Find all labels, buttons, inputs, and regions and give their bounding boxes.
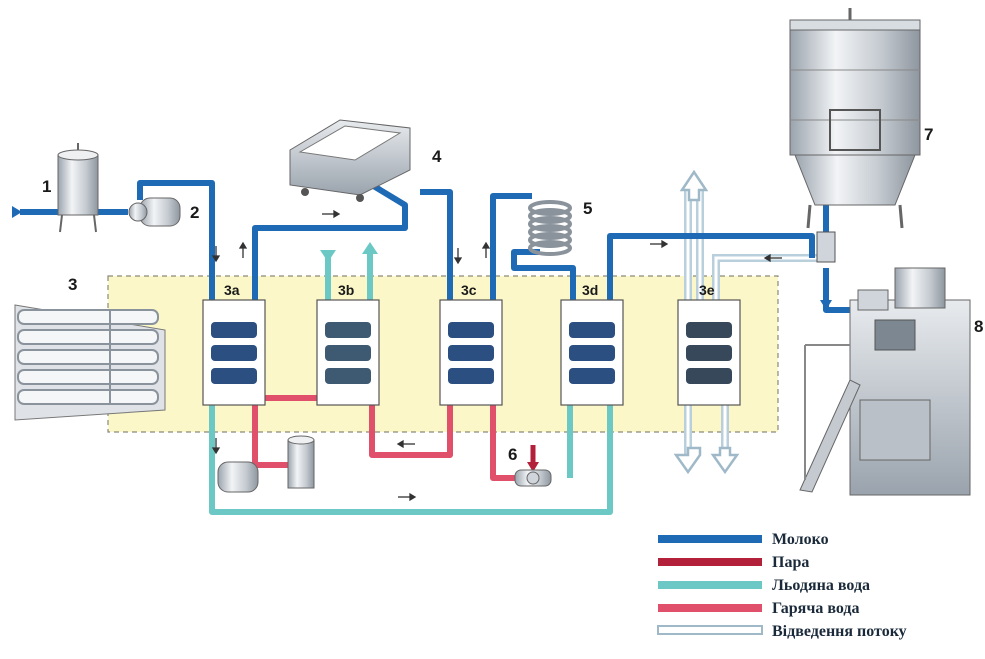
milk-pipes [20, 180, 850, 313]
legend-swatch-bypass [657, 625, 763, 635]
label-7: 7 [924, 125, 933, 144]
bypass-arrows [673, 169, 740, 475]
label-6: 6 [508, 445, 517, 464]
section-3b [316, 299, 380, 406]
section-label-3e: 3e [699, 282, 715, 298]
sections [202, 299, 741, 406]
legend-label-steam: Пара [772, 554, 809, 571]
control-unit [289, 119, 411, 202]
steam-valve [514, 469, 552, 487]
label-2: 2 [190, 203, 199, 222]
section-label-3b: 3b [338, 282, 354, 298]
legend-swatch-ice-water [658, 581, 762, 589]
hot-water-unit [217, 435, 315, 493]
flow-arrows [211, 209, 782, 502]
legend-swatch-hot-water [658, 604, 762, 612]
storage-tank [789, 8, 921, 229]
holding-coil [528, 200, 572, 256]
legend-label-ice-water: Льодяна вода [772, 577, 870, 594]
steam-arrow [527, 462, 539, 472]
legend-label-milk: Молоко [772, 531, 829, 548]
plate-stack [14, 304, 166, 421]
label-8: 8 [974, 317, 983, 336]
section-label-3a: 3a [224, 282, 240, 298]
inlet-arrow [12, 206, 22, 218]
legend-label-bypass: Відведення потоку [772, 623, 907, 640]
legend-swatch-milk [658, 535, 762, 543]
feed-pump [128, 197, 181, 227]
label-1: 1 [42, 177, 51, 196]
bypass-pipes [684, 186, 822, 459]
balance-tank [57, 143, 99, 233]
flow-diverter [816, 231, 836, 263]
section-label-3c: 3c [461, 282, 477, 298]
section-3c [439, 299, 503, 406]
filling-machine [799, 267, 971, 496]
ice-water-arrows [320, 242, 378, 262]
label-3: 3 [68, 275, 77, 294]
section-3e [677, 299, 741, 406]
label-5: 5 [583, 199, 592, 218]
section-label-3d: 3d [582, 282, 598, 298]
legend-swatch-steam [658, 558, 762, 566]
section-3d [560, 299, 624, 406]
legend: Молоко Пара Льодяна вода Гаряча вода Від… [657, 531, 907, 640]
label-4: 4 [432, 147, 442, 166]
legend-label-hot-water: Гаряча вода [772, 600, 860, 617]
section-3a [202, 299, 266, 406]
